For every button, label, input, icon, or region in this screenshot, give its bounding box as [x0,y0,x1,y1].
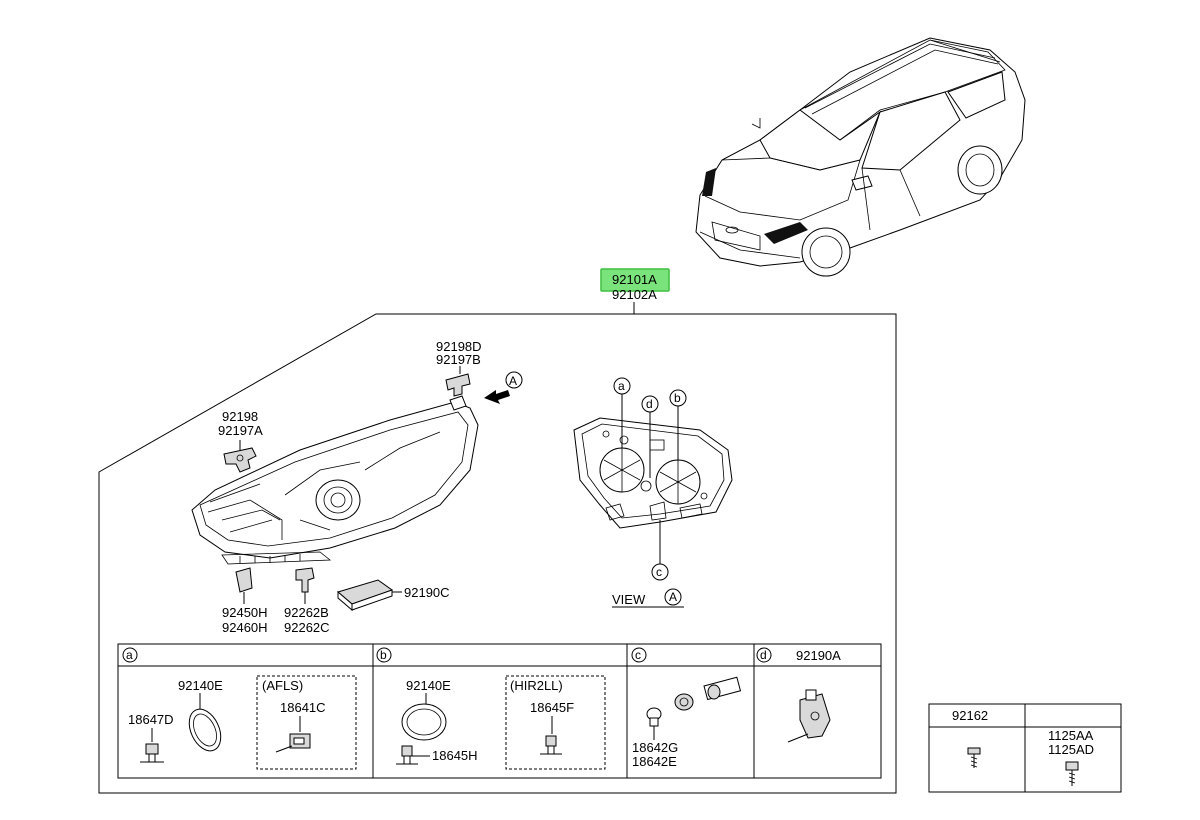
cell-d-letter: d [760,648,767,662]
view-arrow-icon [484,390,510,404]
detail-table [117,643,882,779]
bulb-icon[interactable] [540,735,562,755]
bracket-top[interactable] [445,366,471,397]
view-a-drawing [573,417,733,529]
cell-a-letter: a [126,648,133,662]
callout-b-letter: b [674,391,681,405]
cell-a-group-label[interactable]: 18641C [280,700,326,715]
cell-d-letter-circle [756,647,772,663]
cell-c-part-1-label[interactable]: 18642G [632,740,678,755]
bulb-icon[interactable] [396,745,418,765]
view-label: VIEW [612,592,646,607]
bracket-left[interactable] [223,440,257,473]
clip-bottom-left-label-2[interactable]: 92460H [222,620,268,635]
cell-b-group-box [505,675,606,770]
callout-d-letter: d [646,397,653,411]
cell-a-part-2-label[interactable]: 18647D [128,712,174,727]
bracket-left-label-1[interactable]: 92198 [222,409,258,424]
gasket-ring-icon[interactable] [183,704,227,756]
callout-a [613,377,631,448]
view-letter-circle [664,588,682,606]
cell-b-group-label[interactable]: 18645F [530,700,574,715]
wedge-bulb-icon[interactable] [646,707,662,727]
cell-b-part-2-label[interactable]: 18645H [432,748,478,763]
clip-bottom-left-label-1[interactable]: 92450H [222,605,268,620]
bracket-left-label-2[interactable]: 92197A [218,423,263,438]
actuator-motor-icon[interactable] [787,689,831,743]
bulb-socket-icon[interactable] [674,676,742,711]
xenon-bulb-icon[interactable] [275,733,311,753]
callout-c-letter: c [656,565,662,579]
cell-b-part-1-label[interactable]: 92140E [406,678,451,693]
gasket-ring-icon[interactable] [401,703,447,741]
main-part-number-1[interactable]: 92101A [612,272,657,287]
cell-d-part-label[interactable]: 92190A [796,648,841,663]
headlamp-assembly-drawing [191,395,479,565]
side-table-col1-header[interactable]: 92162 [952,708,988,723]
bracket-top-label-2[interactable]: 92197B [436,352,481,367]
ballast-module[interactable] [336,579,402,612]
assembly-frame [98,313,897,794]
side-table-col2-line2[interactable]: 1125AD [1048,742,1094,757]
clip-bottom-mid-label-2[interactable]: 92262C [284,620,330,635]
view-marker-letter: A [509,374,517,388]
cell-b-group-title: (HIR2LL) [510,678,563,693]
cell-a-letter-circle [122,647,138,663]
cell-b-letter-circle [376,647,392,663]
cell-a-group-box [256,675,357,770]
hatchback-wagon-car-icon [695,37,1026,277]
side-table [928,703,1122,793]
bolt-icon[interactable] [1065,761,1079,786]
bracket-top-label-1[interactable]: 92198D [436,339,482,354]
callout-d [641,395,659,478]
side-table-col2-line1[interactable]: 1125AA [1048,728,1094,743]
main-part-highlight[interactable] [600,268,670,292]
clip-bottom-mid[interactable] [295,567,315,604]
cell-c-letter: c [635,648,641,662]
main-part-number-2[interactable]: 92102A [612,287,657,302]
callout-b [669,389,687,460]
view-letter: A [669,590,677,604]
ballast-label[interactable]: 92190C [404,585,450,600]
cell-a-group-title: (AFLS) [262,678,303,693]
bulb-socket-icon[interactable] [140,743,164,763]
cell-c-letter-circle [631,647,647,663]
view-marker-circle [505,371,523,389]
clip-bottom-mid-label-1[interactable]: 92262B [284,605,329,620]
screw-icon[interactable] [967,747,981,768]
cell-a-part-1-label[interactable]: 92140E [178,678,223,693]
callout-c [651,520,669,581]
callout-a-letter: a [618,379,625,393]
cell-b-letter: b [380,648,387,662]
clip-bottom-left[interactable] [235,567,253,604]
cell-c-part-2-label[interactable]: 18642E [632,754,677,769]
